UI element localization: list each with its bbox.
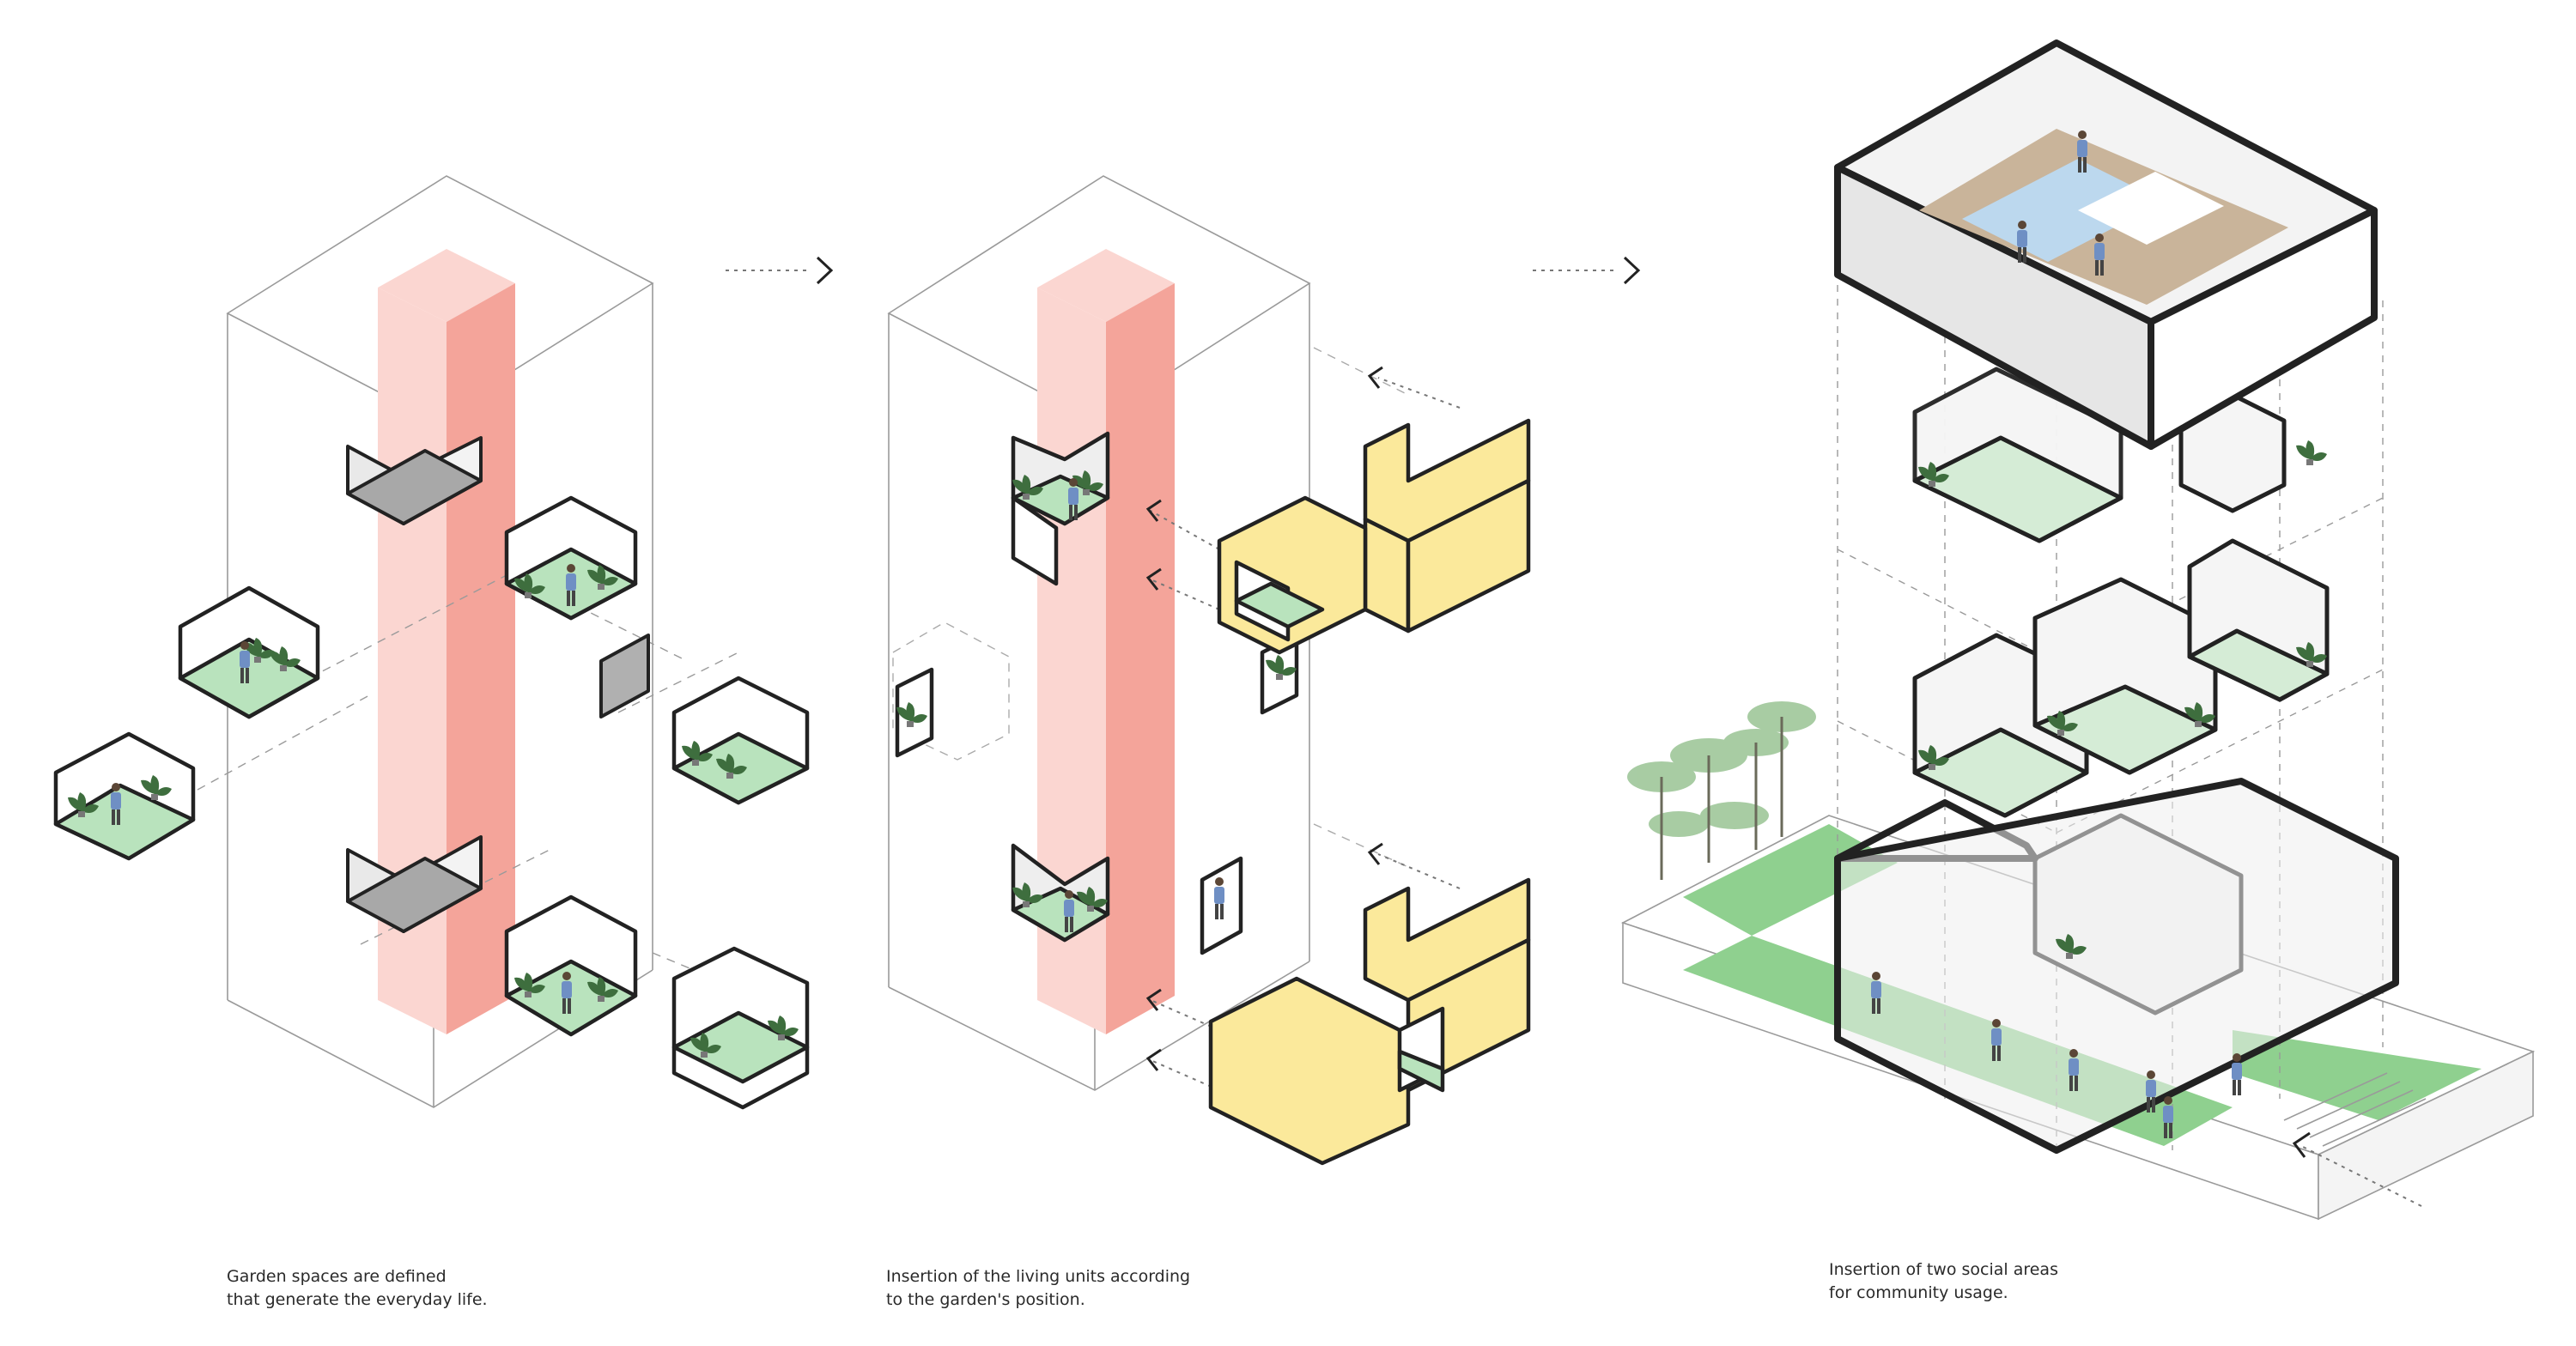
chevron-insert-icon: [1145, 366, 1383, 1071]
social-area-lower: [1834, 778, 2399, 1154]
social-area-upper: [1834, 39, 2378, 450]
chevron-insert-icon: [2292, 1131, 2311, 1158]
dotted-arrow-icon: [2300, 1145, 2422, 1207]
stage-2-living-units: [887, 175, 1531, 1166]
stage-1-garden-spaces: [53, 175, 810, 1110]
chevron-right-icon: [1623, 256, 1641, 285]
dashed-guides: [892, 347, 1409, 868]
living-unit-upper: [1217, 418, 1531, 655]
insertion-arrows: [1150, 377, 1461, 1091]
entry-arrow: [2292, 1131, 2422, 1207]
stage-arrow-1: [726, 256, 834, 285]
tree-icon: [1627, 701, 1816, 880]
caption-step-3: Insertion of two social areas for commun…: [1829, 1260, 2058, 1302]
wall-cuts: [346, 436, 650, 933]
living-unit-lower: [1208, 877, 1531, 1166]
caption-step-1: Garden spaces are defined that generate …: [227, 1267, 488, 1309]
stage-arrow-2: [1533, 256, 1641, 285]
caption-step-2: Insertion of the living units according …: [886, 1267, 1191, 1309]
entry-stairs: [2283, 1072, 2427, 1147]
stage-3-social-areas: [1620, 39, 2536, 1221]
chevron-right-icon: [816, 256, 834, 285]
